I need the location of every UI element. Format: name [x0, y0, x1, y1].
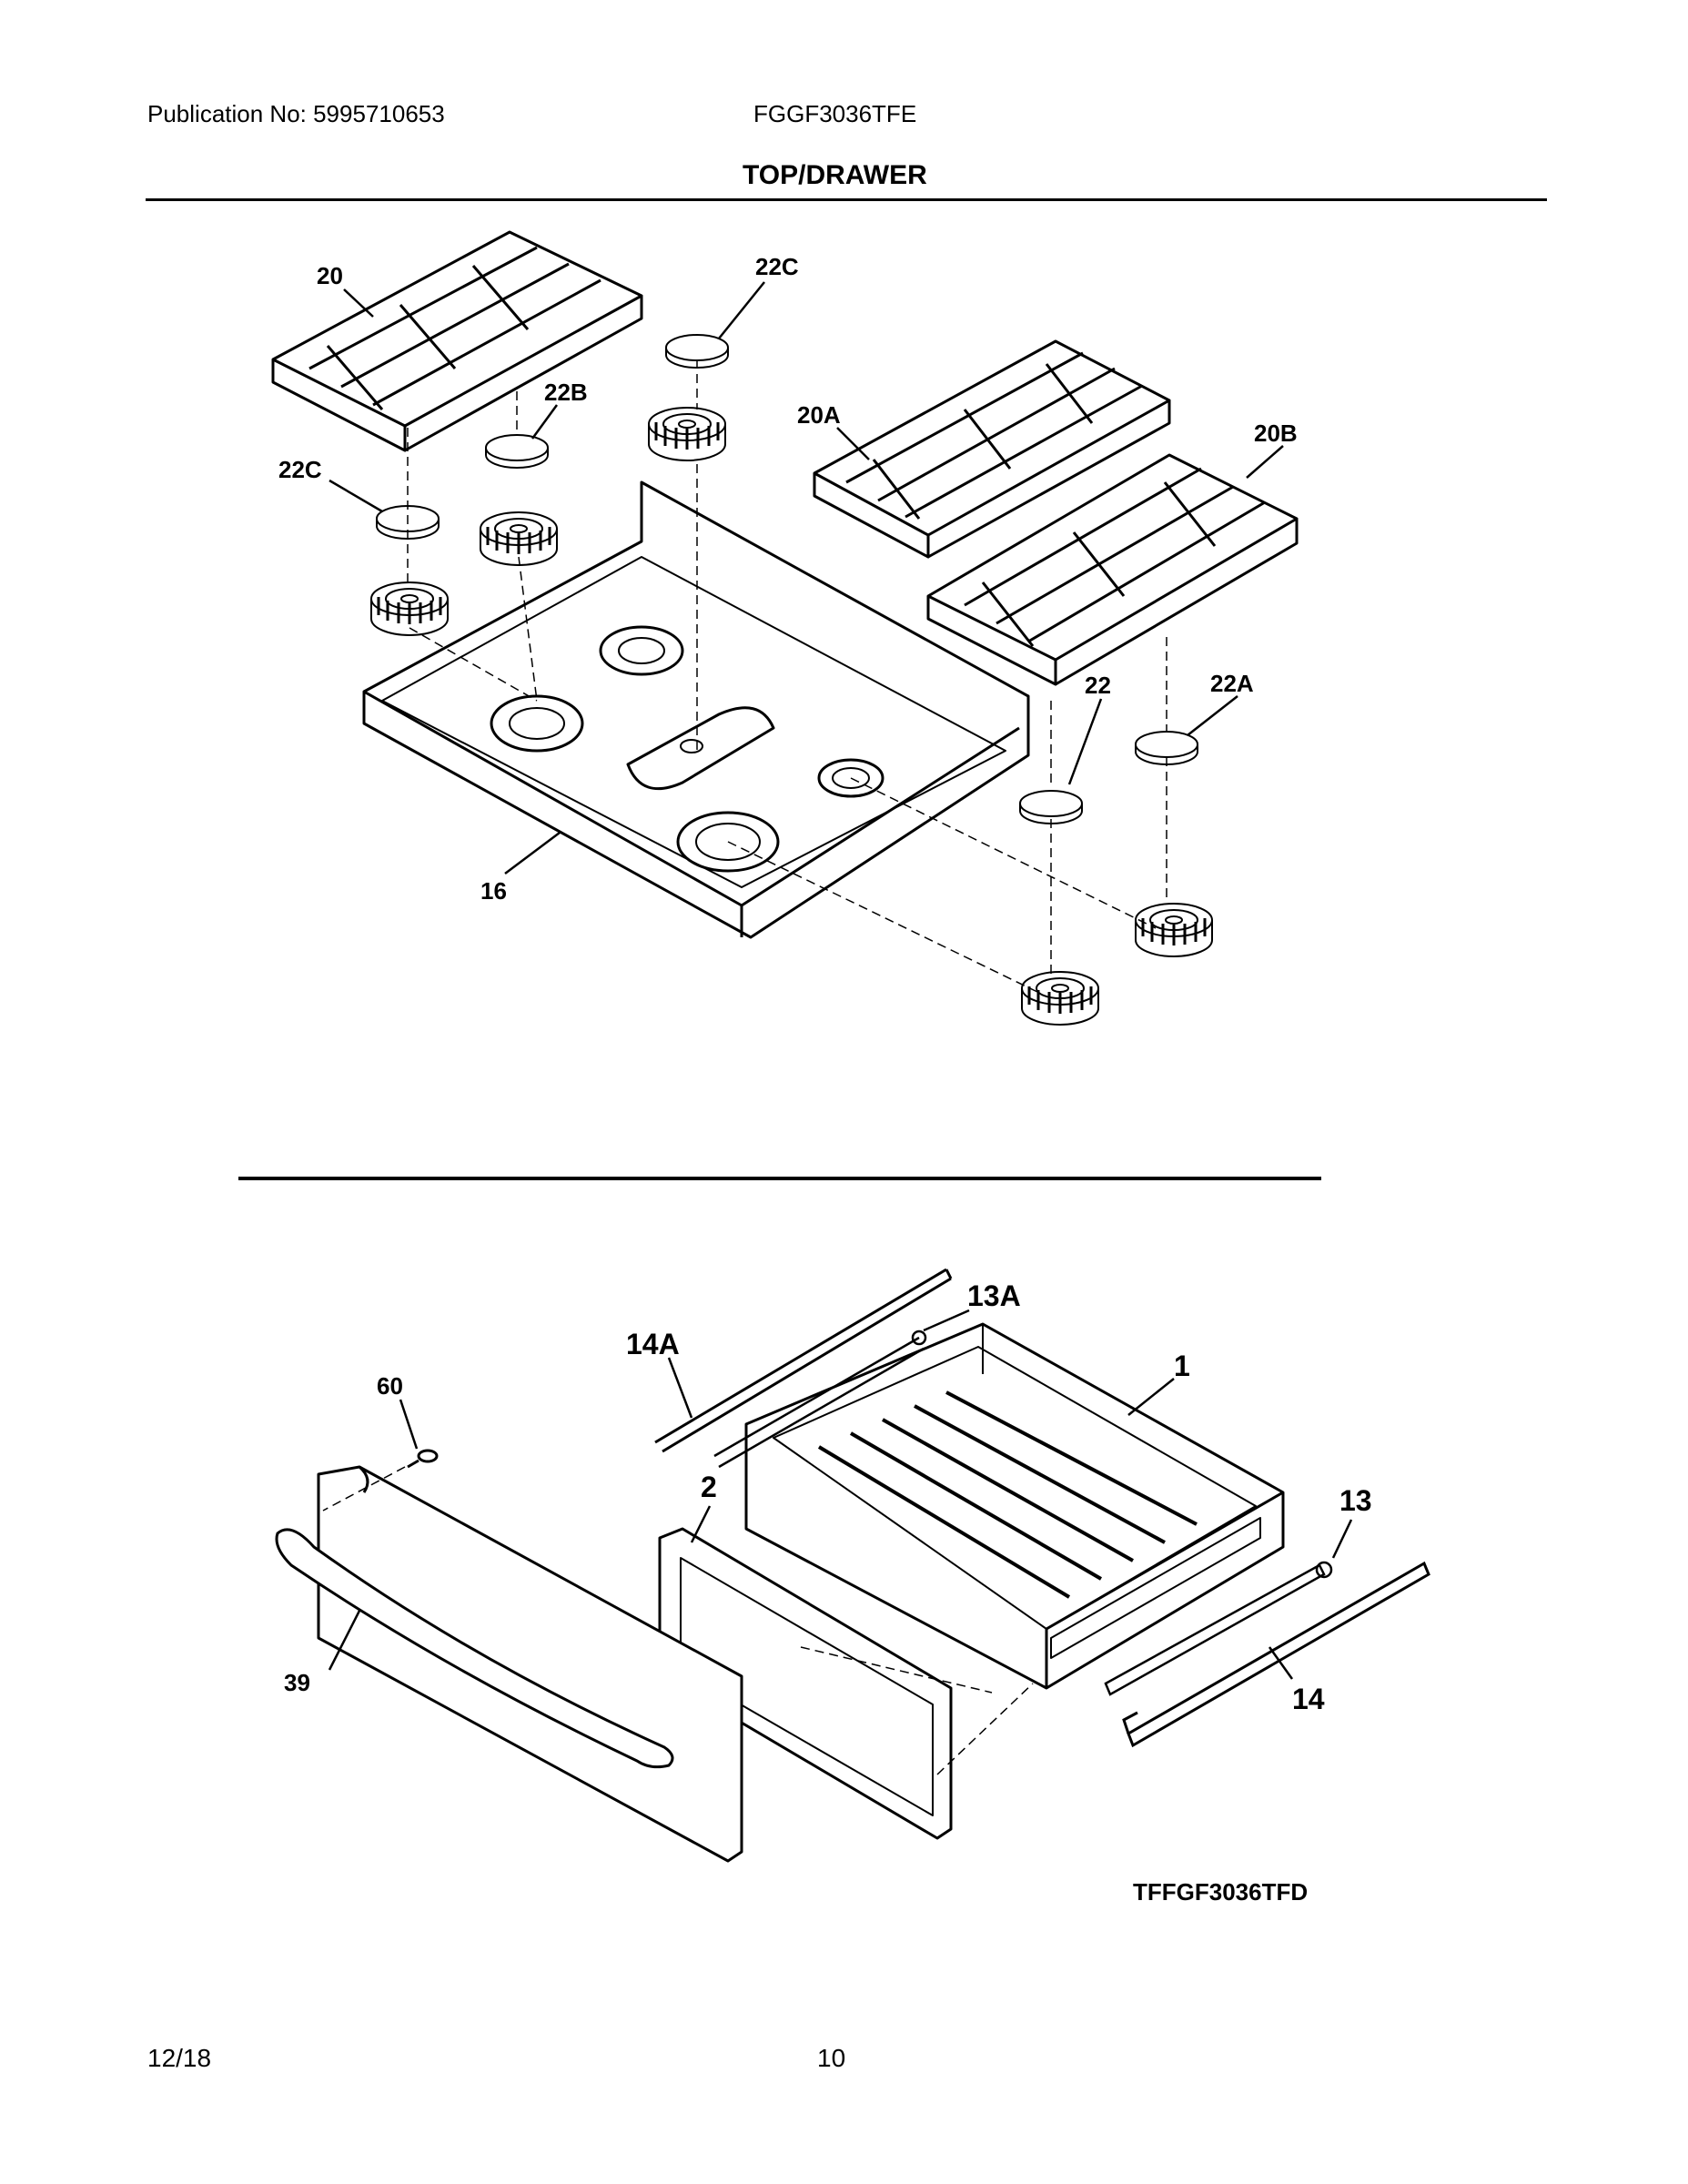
drawer-front	[317, 1465, 743, 1863]
burner-base-right-front	[1020, 970, 1100, 1026]
grate-20b	[926, 453, 1299, 686]
callout-20: 20	[317, 262, 343, 289]
alignment-lines-drawer	[322, 1466, 1034, 1775]
callout-22a: 22A	[1210, 670, 1254, 697]
drawer-body-1	[744, 1322, 1285, 1690]
callout-2: 2	[701, 1471, 717, 1503]
publication-number: Publication No: 5995710653	[147, 100, 445, 127]
header-rule	[146, 198, 1547, 201]
section-title: TOP/DRAWER	[743, 160, 927, 190]
section-divider	[238, 1177, 1321, 1180]
callout-20a: 20A	[797, 401, 841, 429]
callout-13a: 13A	[967, 1279, 1021, 1312]
burner-base-center	[647, 406, 727, 462]
leader-lines-top	[329, 281, 1284, 875]
callout-20b: 20B	[1254, 420, 1298, 447]
leader-lines-drawer	[328, 1309, 1353, 1680]
callout-1: 1	[1174, 1350, 1190, 1382]
callout-14: 14	[1292, 1683, 1325, 1715]
drawer-handle-39	[275, 1528, 674, 1769]
footer-page-number: 10	[817, 2044, 846, 2072]
callout-60: 60	[377, 1372, 403, 1400]
burner-base-right-rear	[1134, 902, 1214, 958]
callout-22c-top: 22C	[755, 253, 799, 280]
callout-39: 39	[284, 1669, 310, 1696]
slide-rail-14	[1122, 1561, 1430, 1748]
callout-13: 13	[1339, 1484, 1372, 1517]
callout-22b: 22B	[544, 379, 588, 406]
cap-22b	[485, 434, 549, 469]
slide-rail-13a	[713, 1330, 927, 1469]
grate-20a	[813, 339, 1171, 559]
model-number: FGGF3036TFE	[753, 100, 917, 127]
alignment-lines-top	[407, 359, 1167, 993]
callout-16: 16	[480, 877, 507, 905]
grate-20	[271, 230, 643, 452]
callout-14a: 14A	[626, 1328, 680, 1360]
burner-base-left-rear	[369, 581, 450, 637]
drawer-assembly: 13A 14A 1 60 2 13 39 14	[275, 1268, 1430, 1863]
cooktop-assembly: 20 22C 22B 22C 20A 20B 22 22A 16	[271, 230, 1299, 1026]
cooktop-16	[362, 480, 1030, 939]
cap-22	[1019, 790, 1083, 824]
callout-22: 22	[1085, 672, 1111, 699]
slide-rail-13	[1104, 1561, 1333, 1696]
callout-22c-left: 22C	[278, 456, 322, 483]
slide-rail-14a	[654, 1268, 953, 1453]
diagram-code: TFFGF3036TFD	[1133, 1878, 1308, 1906]
footer-date: 12/18	[147, 2044, 212, 2072]
screw-60	[407, 1449, 439, 1469]
